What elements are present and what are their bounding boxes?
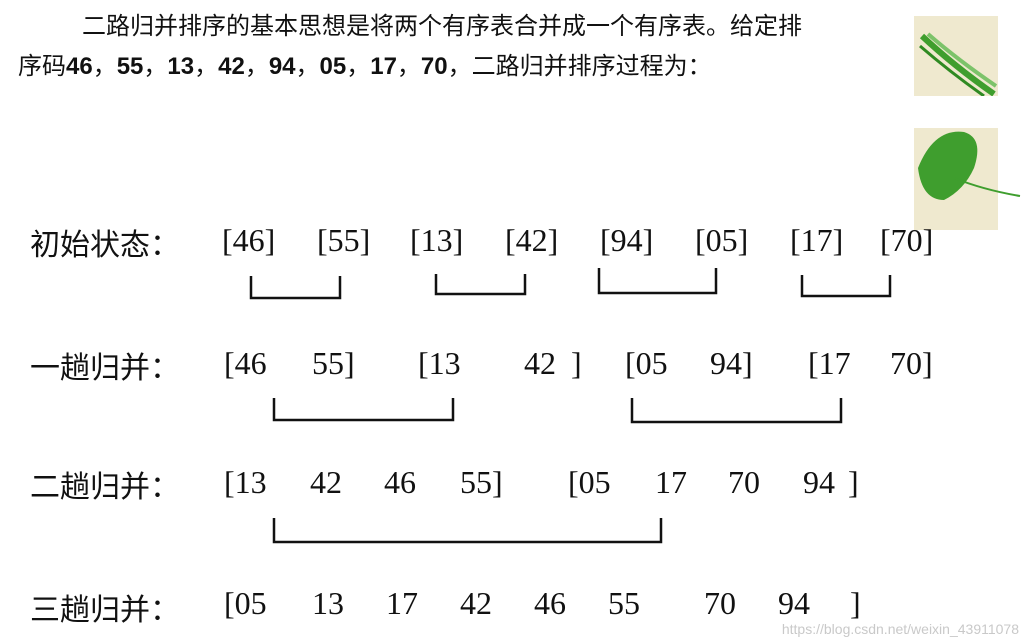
pass-1-token: 70] xyxy=(890,345,933,381)
row-label-pass-1: 一趟归并： xyxy=(30,351,180,386)
code-2: 13 xyxy=(167,53,195,80)
pass-3-token: 42 xyxy=(460,585,492,621)
pass-3-token: ] xyxy=(850,585,861,621)
pass-1-token: 42 xyxy=(524,345,556,381)
pass-3-token: 17 xyxy=(386,585,418,621)
row-label-pass-2: 二趟归并： xyxy=(30,470,180,505)
code-3: 42 xyxy=(218,53,245,80)
pass-2-token: 46 xyxy=(384,464,416,500)
merge-bracket xyxy=(800,275,892,298)
merge-bracket xyxy=(630,398,843,424)
intro-line-1: 二路归并排序的基本思想是将两个有序表合并成一个有序表。给定排 xyxy=(82,12,802,40)
initial-token: [94] xyxy=(600,222,654,258)
pass-1-token: [46 xyxy=(224,345,267,381)
pass-3-token: 55 xyxy=(608,585,640,621)
pass-2-token: 42 xyxy=(310,464,342,500)
ginkgo-leaf-icon xyxy=(914,128,1021,230)
code-1: 55 xyxy=(116,53,144,80)
code-7: 70 xyxy=(420,53,448,80)
initial-token: [05] xyxy=(695,222,749,258)
initial-token: [55] xyxy=(317,222,371,258)
grass-leaf-icon xyxy=(914,16,998,96)
initial-token: [46] xyxy=(222,222,276,258)
initial-token: [13] xyxy=(410,222,464,258)
sep-6: ， xyxy=(396,52,421,80)
pass-3-token: 94 xyxy=(778,585,810,621)
pass-3-token: 46 xyxy=(534,585,566,621)
pass-2-token: 94 xyxy=(803,464,835,500)
sep-3: ， xyxy=(244,52,269,80)
sep-1: ， xyxy=(143,52,168,80)
intro-line-2-prefix: 序码 xyxy=(18,52,66,80)
sep-7: ， xyxy=(447,52,472,80)
pass-1-token: [17 xyxy=(808,345,851,381)
watermark: https://blog.csdn.net/weixin_43911078 xyxy=(781,621,1019,637)
initial-token: [42] xyxy=(505,222,559,258)
merge-bracket xyxy=(597,268,718,295)
row-label-pass-3: 三趟归并： xyxy=(30,593,180,628)
pass-1-token: 94] xyxy=(710,345,753,381)
code-6: 17 xyxy=(370,53,397,80)
intro-paragraph: 二路归并排序的基本思想是将两个有序表合并成一个有序表。给定排 序码46，55，1… xyxy=(18,6,918,87)
pass-2-token: 55] xyxy=(460,464,503,500)
pass-1-token: [05 xyxy=(625,345,668,381)
code-4: 94 xyxy=(268,53,296,80)
sep-4: ， xyxy=(295,52,320,80)
pass-3-token: 70 xyxy=(704,585,736,621)
initial-token: [70] xyxy=(880,222,934,258)
pass-2-token: [13 xyxy=(224,464,267,500)
sep-2: ， xyxy=(194,52,219,80)
pass-1-token: [13 xyxy=(418,345,461,381)
code-0: 46 xyxy=(66,53,93,80)
pass-2-token: 70 xyxy=(728,464,760,500)
pass-1-token: 55] xyxy=(312,345,355,381)
sep-5: ， xyxy=(346,52,371,80)
initial-token: [17] xyxy=(790,222,844,258)
pass-2-token: 17 xyxy=(655,464,687,500)
merge-bracket xyxy=(434,274,527,296)
intro-line-2: 序码46，55，13，42，94，05，17，70，二路归并排序过程为： xyxy=(18,46,918,87)
sep-0: ， xyxy=(92,52,117,80)
pass-1-token: ] xyxy=(571,345,582,381)
intro-line-2-suffix: 二路归并排序过程为： xyxy=(471,52,712,80)
pass-2-token: [05 xyxy=(568,464,611,500)
row-label-initial: 初始状态： xyxy=(30,228,180,263)
merge-bracket xyxy=(249,276,342,300)
pass-3-token: [05 xyxy=(224,585,267,621)
code-5: 05 xyxy=(319,53,347,80)
pass-3-token: 13 xyxy=(312,585,344,621)
merge-bracket xyxy=(272,518,663,544)
merge-bracket xyxy=(272,398,455,422)
pass-2-token: ] xyxy=(848,464,859,500)
